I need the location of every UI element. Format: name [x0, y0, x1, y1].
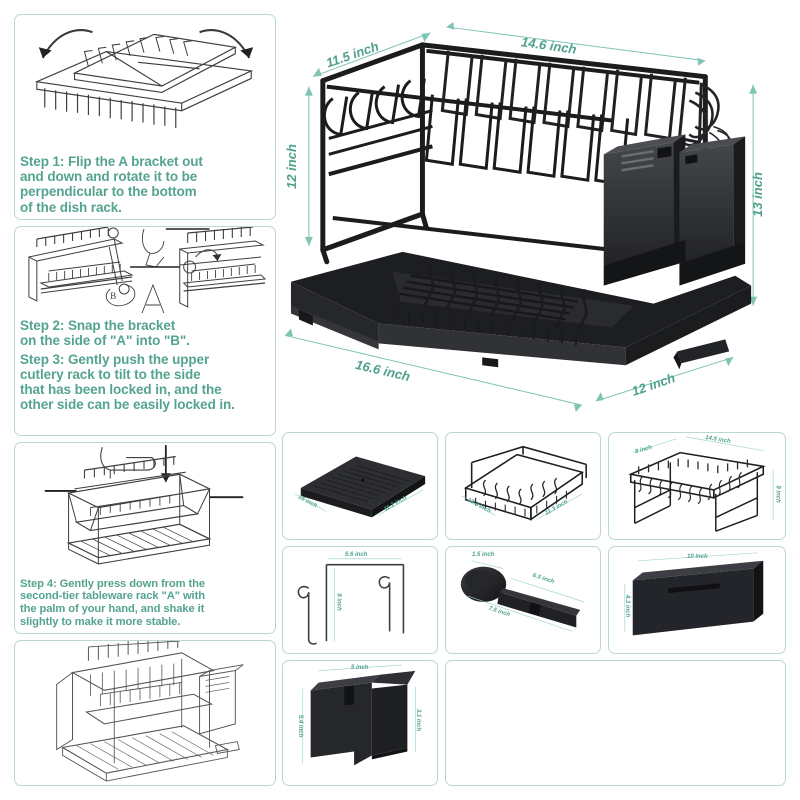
step-1-line-4: of the dish rack. [20, 199, 122, 215]
step-1-line-1: Step 1: Flip the A bracket out [20, 153, 203, 169]
part-panel-side-bracket: 5.6 inch 8 inch [282, 546, 438, 654]
step-4-line-1: Step 4: Gently press down from the [20, 577, 205, 590]
part-panel-lower-wire-rack: 13.3 inch 11.3 inch [445, 432, 601, 540]
step-4-line-3: the palm of your hand, and shake it [20, 603, 205, 616]
step-4-line-2: second-tier tableware rack "A" with [20, 590, 205, 603]
step-3-line-2: cutlery rack to tilt to the side [20, 366, 201, 382]
part-panel-utensil-holder: 5 inch 5.4 inch 3.1 inch [282, 660, 438, 786]
step-2-line-2: on the side of "A" into "B". [20, 333, 190, 349]
step-4-panel: Step 4: Gently press down from the secon… [14, 442, 276, 634]
side-bracket-illustration [283, 547, 437, 653]
step-3-text: Step 3: Gently push the upper cutlery ra… [15, 351, 275, 417]
final-assembly-panel [14, 640, 276, 786]
step-1-line-2: and down and rotate it to be [20, 169, 198, 185]
svg-text:B: B [110, 291, 116, 301]
part-panel-knife-holder: 10 inch 4.3 inch [608, 546, 786, 654]
step-1-text: Step 1: Flip the A bracket out and down … [15, 153, 275, 219]
hero-product-panel: 11.5 inch 14.6 inch 12 inch 13 inch 16.6… [282, 14, 786, 424]
step-2-3-illustration: B [15, 227, 275, 319]
lower-wire-rack-illustration [446, 433, 600, 539]
knife-holder-illustration [609, 547, 785, 653]
step-3-line-4: other side can be easily locked in. [20, 397, 235, 413]
step-4-text: Step 4: Gently press down from the secon… [15, 577, 275, 634]
utensil-holder-illustration [283, 661, 437, 785]
step-2-line-1: Step 2: Snap the bracket [20, 318, 176, 333]
step-4-line-4: slightly to make it more stable. [20, 616, 181, 629]
step-2-text: Step 2: Snap the bracket on the side of … [15, 318, 275, 353]
upper-wire-rack-illustration [609, 433, 785, 539]
drip-tray-illustration [283, 433, 437, 539]
step-3-line-1: Step 3: Gently push the upper [20, 351, 210, 367]
part-panel-empty [445, 660, 786, 786]
step-1-line-3: perpendicular to the bottom [20, 184, 197, 200]
step-3-line-3: that has been locked in, and the [20, 382, 222, 398]
part-panel-upper-wire-rack: 8 inch 14.5 inch 9 inch [608, 432, 786, 540]
step-2-3-panel: B Step 2: Snap the bracket on the side o… [14, 226, 276, 436]
step-1-panel: Step 1: Flip the A bracket out and down … [14, 14, 276, 220]
part-panel-drain-spout: 1.5 inch 6.5 inch 7.5 inch [445, 546, 601, 654]
hero-product-illustration [283, 15, 785, 423]
drain-spout-illustration [446, 547, 600, 653]
step-1-illustration [15, 15, 275, 155]
final-assembly-illustration [15, 641, 275, 785]
step-4-illustration [15, 443, 275, 579]
part-panel-drip-tray: 16 inch 11.2 inch [282, 432, 438, 540]
